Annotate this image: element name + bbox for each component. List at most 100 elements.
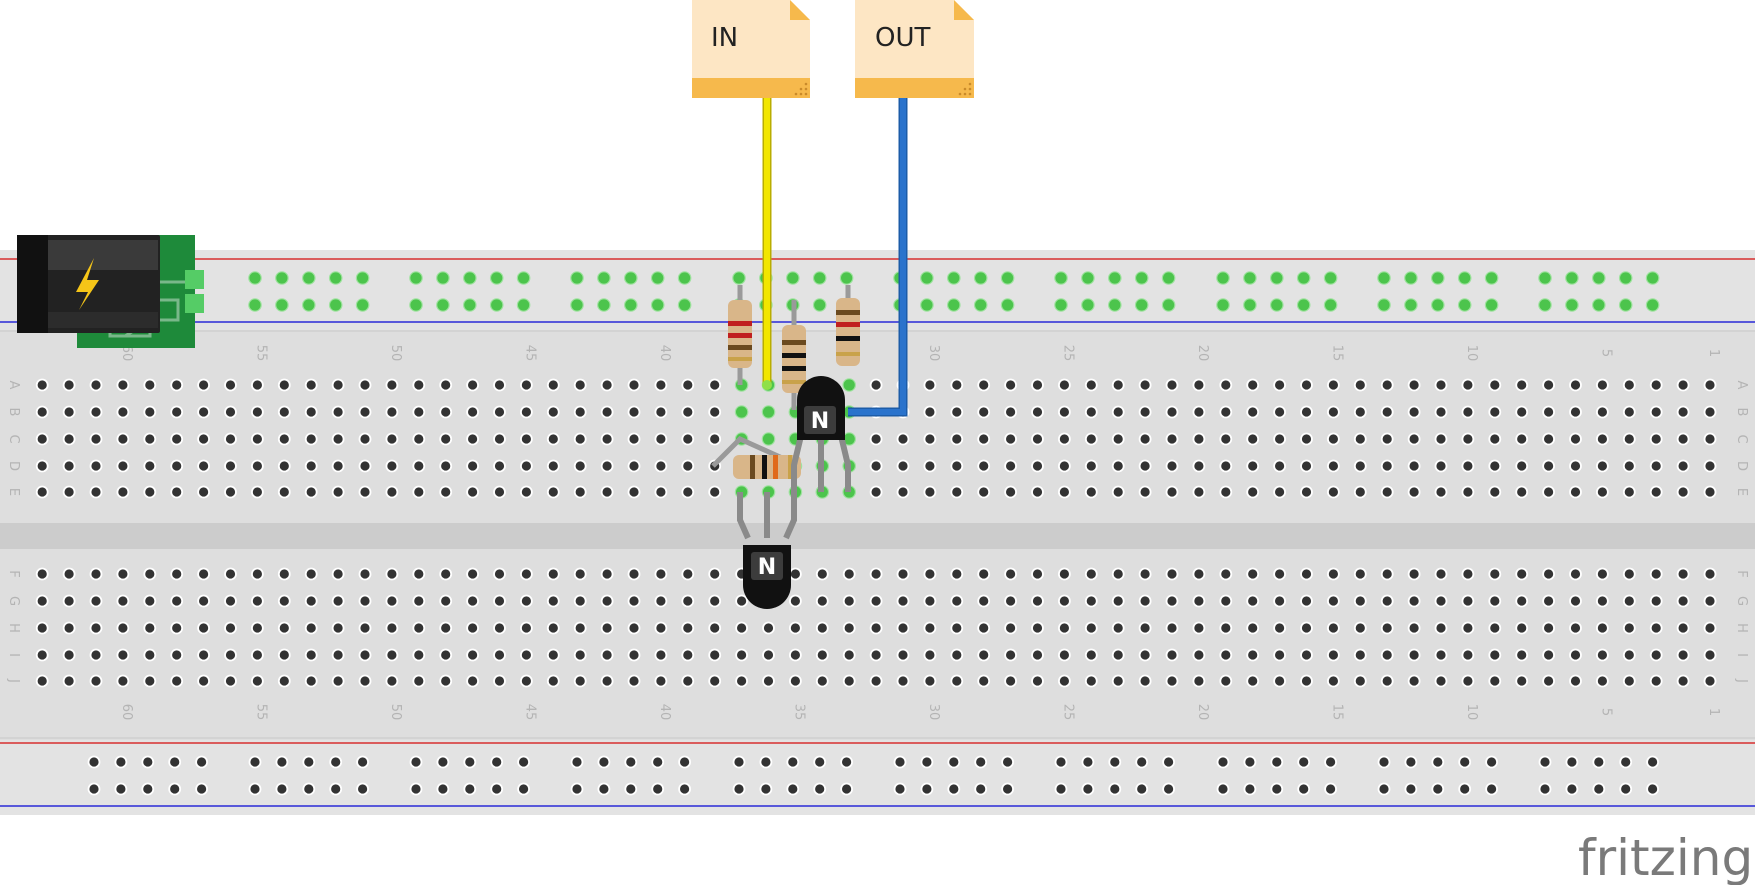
hole-h <box>331 621 345 635</box>
hole-g <box>1515 594 1529 608</box>
rail-hole-bottom <box>1619 755 1633 769</box>
column-number: 30 <box>926 345 941 362</box>
rail-hole-bottom <box>141 782 155 796</box>
hole-d <box>977 459 991 473</box>
hole-i <box>1542 648 1555 662</box>
hole-h <box>1407 621 1421 635</box>
rail-hole-bottom <box>302 755 316 769</box>
hole-a <box>1622 378 1636 392</box>
resistor-r4[interactable] <box>711 436 802 479</box>
net-label-out[interactable]: OUT <box>855 0 974 98</box>
net-label-in-body <box>692 0 810 98</box>
hole-e <box>1622 485 1636 499</box>
hole-d <box>1703 459 1717 473</box>
hole-g <box>869 594 883 608</box>
hole-h <box>1138 621 1152 635</box>
rail-hole-top <box>462 271 477 285</box>
hole-d <box>1569 459 1582 473</box>
power-jack[interactable] <box>17 235 204 348</box>
rail-hole-top <box>1000 298 1015 312</box>
hole-h <box>573 621 587 635</box>
power-jack-pad-2 <box>185 294 204 313</box>
hole-f <box>627 567 641 581</box>
hole-a <box>1300 378 1313 392</box>
hole-i <box>1596 648 1609 662</box>
wire-out[interactable] <box>848 98 908 417</box>
rail-hole-top <box>275 298 289 312</box>
hole-e <box>708 485 722 499</box>
hole-b <box>250 405 264 419</box>
hole-f <box>1596 567 1609 581</box>
resistor-r3[interactable] <box>836 285 860 366</box>
rail-hole-top <box>973 271 988 285</box>
rail-hole-bottom <box>248 782 262 796</box>
rail-hole-bottom <box>1270 755 1284 769</box>
hole-f <box>385 567 399 581</box>
hole-h <box>62 621 76 635</box>
resistor-r1[interactable] <box>728 285 752 385</box>
hole-g <box>304 594 318 608</box>
resistor-r2[interactable] <box>782 300 806 410</box>
hole-f <box>896 567 910 581</box>
hole-b <box>977 405 991 419</box>
center-channel <box>0 523 1755 549</box>
hole-a <box>331 378 345 392</box>
hole-h <box>1246 621 1260 635</box>
hole-j <box>277 674 291 688</box>
hole-i <box>1273 648 1286 662</box>
hole-g <box>466 594 480 608</box>
hole-b <box>761 405 776 419</box>
rail-hole-bottom <box>329 782 343 796</box>
row-letter: C <box>1734 434 1749 443</box>
rail-hole-top <box>650 298 665 312</box>
hole-j <box>762 674 775 688</box>
transistor-q2[interactable]: N <box>737 492 797 609</box>
hole-j <box>331 674 345 688</box>
hole-d <box>1300 459 1313 473</box>
hole-b <box>1058 405 1071 419</box>
hole-a <box>1515 378 1529 392</box>
hole-g <box>89 594 103 608</box>
hole-i <box>1084 648 1098 662</box>
rail-hole-top <box>623 271 638 285</box>
rail-hole-top <box>1270 271 1284 285</box>
column-number: 35 <box>791 704 806 721</box>
rail-hole-bottom <box>1162 782 1175 796</box>
hole-c <box>681 432 695 446</box>
hole-j <box>1165 674 1179 688</box>
power-jack-band <box>48 312 158 328</box>
hole-c <box>1569 432 1582 446</box>
hole-c <box>573 432 587 446</box>
hole-f <box>1569 567 1582 581</box>
hole-h <box>143 621 157 635</box>
hole-e <box>1488 485 1502 499</box>
rail-hole-top <box>650 271 665 285</box>
hole-c <box>1273 432 1286 446</box>
hole-h <box>869 621 883 635</box>
hole-i <box>1434 648 1448 662</box>
wire-in[interactable] <box>762 98 772 390</box>
column-number: 50 <box>388 345 403 362</box>
hole-e <box>1407 485 1421 499</box>
rail-hole-top <box>1216 271 1230 285</box>
rail-hole-bottom <box>651 782 665 796</box>
rail-hole-bottom <box>356 755 370 769</box>
net-label-in[interactable]: IN <box>692 0 810 98</box>
rail-hole-top <box>1431 298 1445 312</box>
hole-d <box>466 459 480 473</box>
rail-hole-top <box>839 271 854 285</box>
hole-i <box>1165 648 1179 662</box>
hole-a <box>1327 378 1340 392</box>
hole-g <box>35 594 49 608</box>
hole-f <box>439 567 453 581</box>
transistor-q1[interactable]: N <box>791 376 851 492</box>
hole-j <box>977 674 991 688</box>
hole-f <box>1192 567 1206 581</box>
hole-d <box>1084 459 1098 473</box>
hole-c <box>761 432 776 446</box>
rail-hole-bottom <box>1216 755 1230 769</box>
rail-hole-bottom <box>947 755 961 769</box>
hole-e <box>1219 485 1233 499</box>
hole-d <box>1058 459 1071 473</box>
